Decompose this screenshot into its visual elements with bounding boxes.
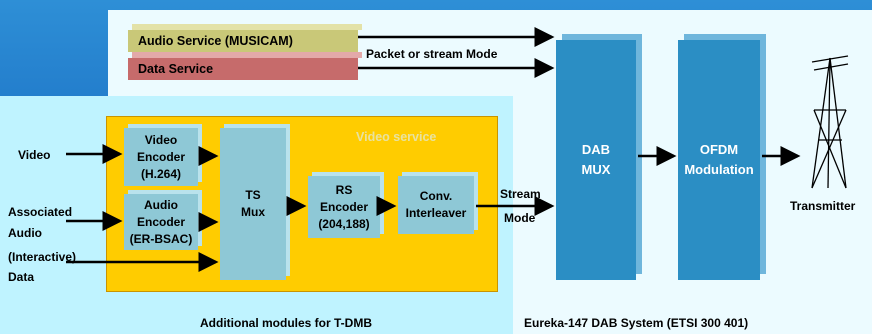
ofdm-line2: Modulation — [684, 162, 754, 177]
video-encoder-block: Video Encoder (H.264) — [124, 128, 198, 186]
conv-interleaver-line1: Conv. — [419, 189, 453, 203]
ts-mux-line2: Mux — [241, 205, 265, 219]
data-service-bar: Data Service — [128, 58, 358, 80]
audio-service-label: Audio Service (MUSICAM) — [138, 34, 293, 48]
conv-interleaver-line2: Interleaver — [405, 206, 467, 220]
video-encoder-line2: Encoder — [136, 149, 185, 164]
audio-encoder-line2: Encoder — [136, 214, 185, 229]
transmitter-label: Transmitter — [790, 199, 856, 213]
dab-mux-line2: MUX — [581, 162, 611, 177]
dab-mux-line1: DAB — [581, 142, 611, 157]
stream-label: Stream — [500, 187, 541, 201]
packet-mode-label: Packet or stream Mode — [366, 47, 498, 61]
rs-encoder-line3: (204,188) — [318, 216, 370, 231]
mode-label: Mode — [504, 211, 536, 225]
associated-audio-label-2: Audio — [8, 226, 42, 240]
data-input-label: Data — [8, 270, 35, 284]
data-service-label: Data Service — [138, 62, 214, 76]
audio-service-bar-top — [132, 24, 362, 30]
conv-interleaver-block: Conv. Interleaver — [398, 176, 474, 234]
dab-mux-block: DAB MUX — [556, 40, 636, 280]
audio-encoder-line3: (ER-BSAC) — [129, 231, 193, 246]
data-service-bar-top — [132, 52, 362, 58]
video-encoder-line3: (H.264) — [140, 166, 181, 181]
audio-service-bar: Audio Service (MUSICAM) — [128, 30, 358, 52]
audio-encoder-line1: Audio — [144, 197, 178, 212]
ofdm-line1: OFDM — [699, 142, 739, 157]
rs-encoder-block: RS Encoder (204,188) — [308, 176, 380, 238]
video-service-label: Video service — [356, 130, 437, 144]
interactive-label: (Interactive) — [8, 250, 77, 264]
rs-encoder-line2: Encoder — [319, 199, 368, 214]
ts-mux-block: TS Mux — [220, 128, 286, 280]
eureka-label: Eureka-147 DAB System (ETSI 300 401) — [524, 316, 749, 330]
video-input-label: Video — [18, 148, 51, 162]
additional-modules-label: Additional modules for T-DMB — [200, 316, 372, 330]
transmitter-antenna-icon — [811, 55, 849, 189]
associated-audio-label-1: Associated — [8, 205, 73, 219]
ofdm-modulation-block: OFDM Modulation — [678, 40, 760, 280]
rs-encoder-line1: RS — [335, 182, 353, 197]
ts-mux-line1: TS — [245, 188, 261, 202]
audio-encoder-block: Audio Encoder (ER-BSAC) — [124, 194, 198, 250]
video-encoder-line1: Video — [144, 132, 178, 147]
